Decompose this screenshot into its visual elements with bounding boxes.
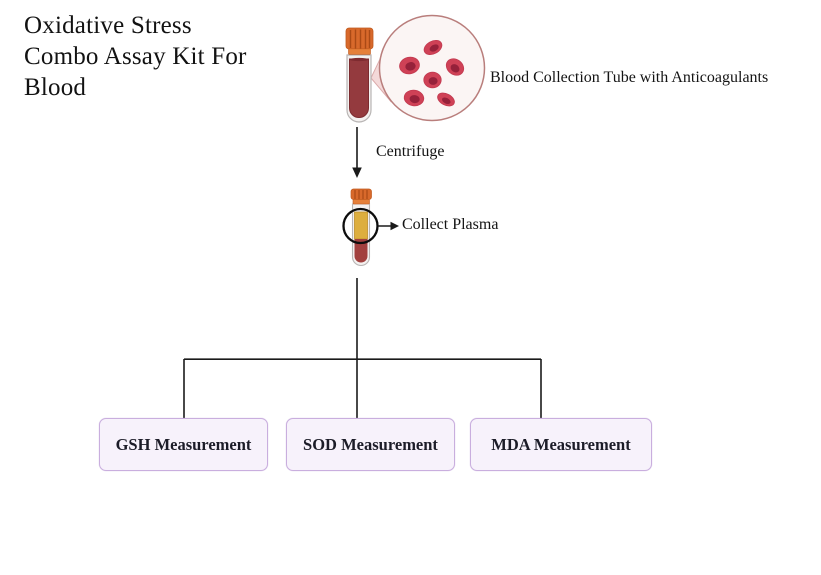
centrifuge-arrow-icon	[352, 127, 362, 178]
centrifuge-label: Centrifuge	[376, 143, 445, 160]
collect-plasma-label: Collect Plasma	[402, 216, 499, 233]
magnifier-circle	[378, 14, 486, 122]
gsh-measurement-box: GSH Measurement	[99, 418, 268, 471]
tube-cap	[350, 188, 372, 200]
blood-tube-label: Blood Collection Tube with Anticoagulant…	[490, 69, 769, 86]
sod-measurement-label: SOD Measurement	[303, 434, 438, 454]
collect-plasma-callout	[342, 207, 399, 245]
plasma-layer	[354, 211, 368, 240]
red-blood-cells	[399, 39, 465, 107]
plasma-tube-icon	[350, 188, 372, 266]
page-title: Oxidative Stress Combo Assay Kit For Blo…	[24, 12, 247, 101]
red-blood-cell	[445, 58, 465, 76]
gsh-measurement-label: GSH Measurement	[115, 434, 252, 454]
collect-plasma-arrowhead	[390, 221, 399, 231]
mda-measurement-box: MDA Measurement	[470, 418, 652, 471]
mda-measurement-label: MDA Measurement	[491, 434, 631, 454]
plasma-highlight-circle	[342, 207, 379, 245]
blood-collection-tube-icon	[345, 27, 374, 123]
red-blood-cell	[403, 89, 425, 107]
connector-lines	[183, 278, 542, 418]
red-blood-cell	[399, 56, 420, 75]
sod-measurement-box: SOD Measurement	[286, 418, 455, 471]
blood-layer	[354, 239, 368, 263]
red-blood-cell	[437, 92, 455, 107]
red-blood-cell	[423, 71, 442, 89]
red-blood-cell	[423, 39, 443, 56]
